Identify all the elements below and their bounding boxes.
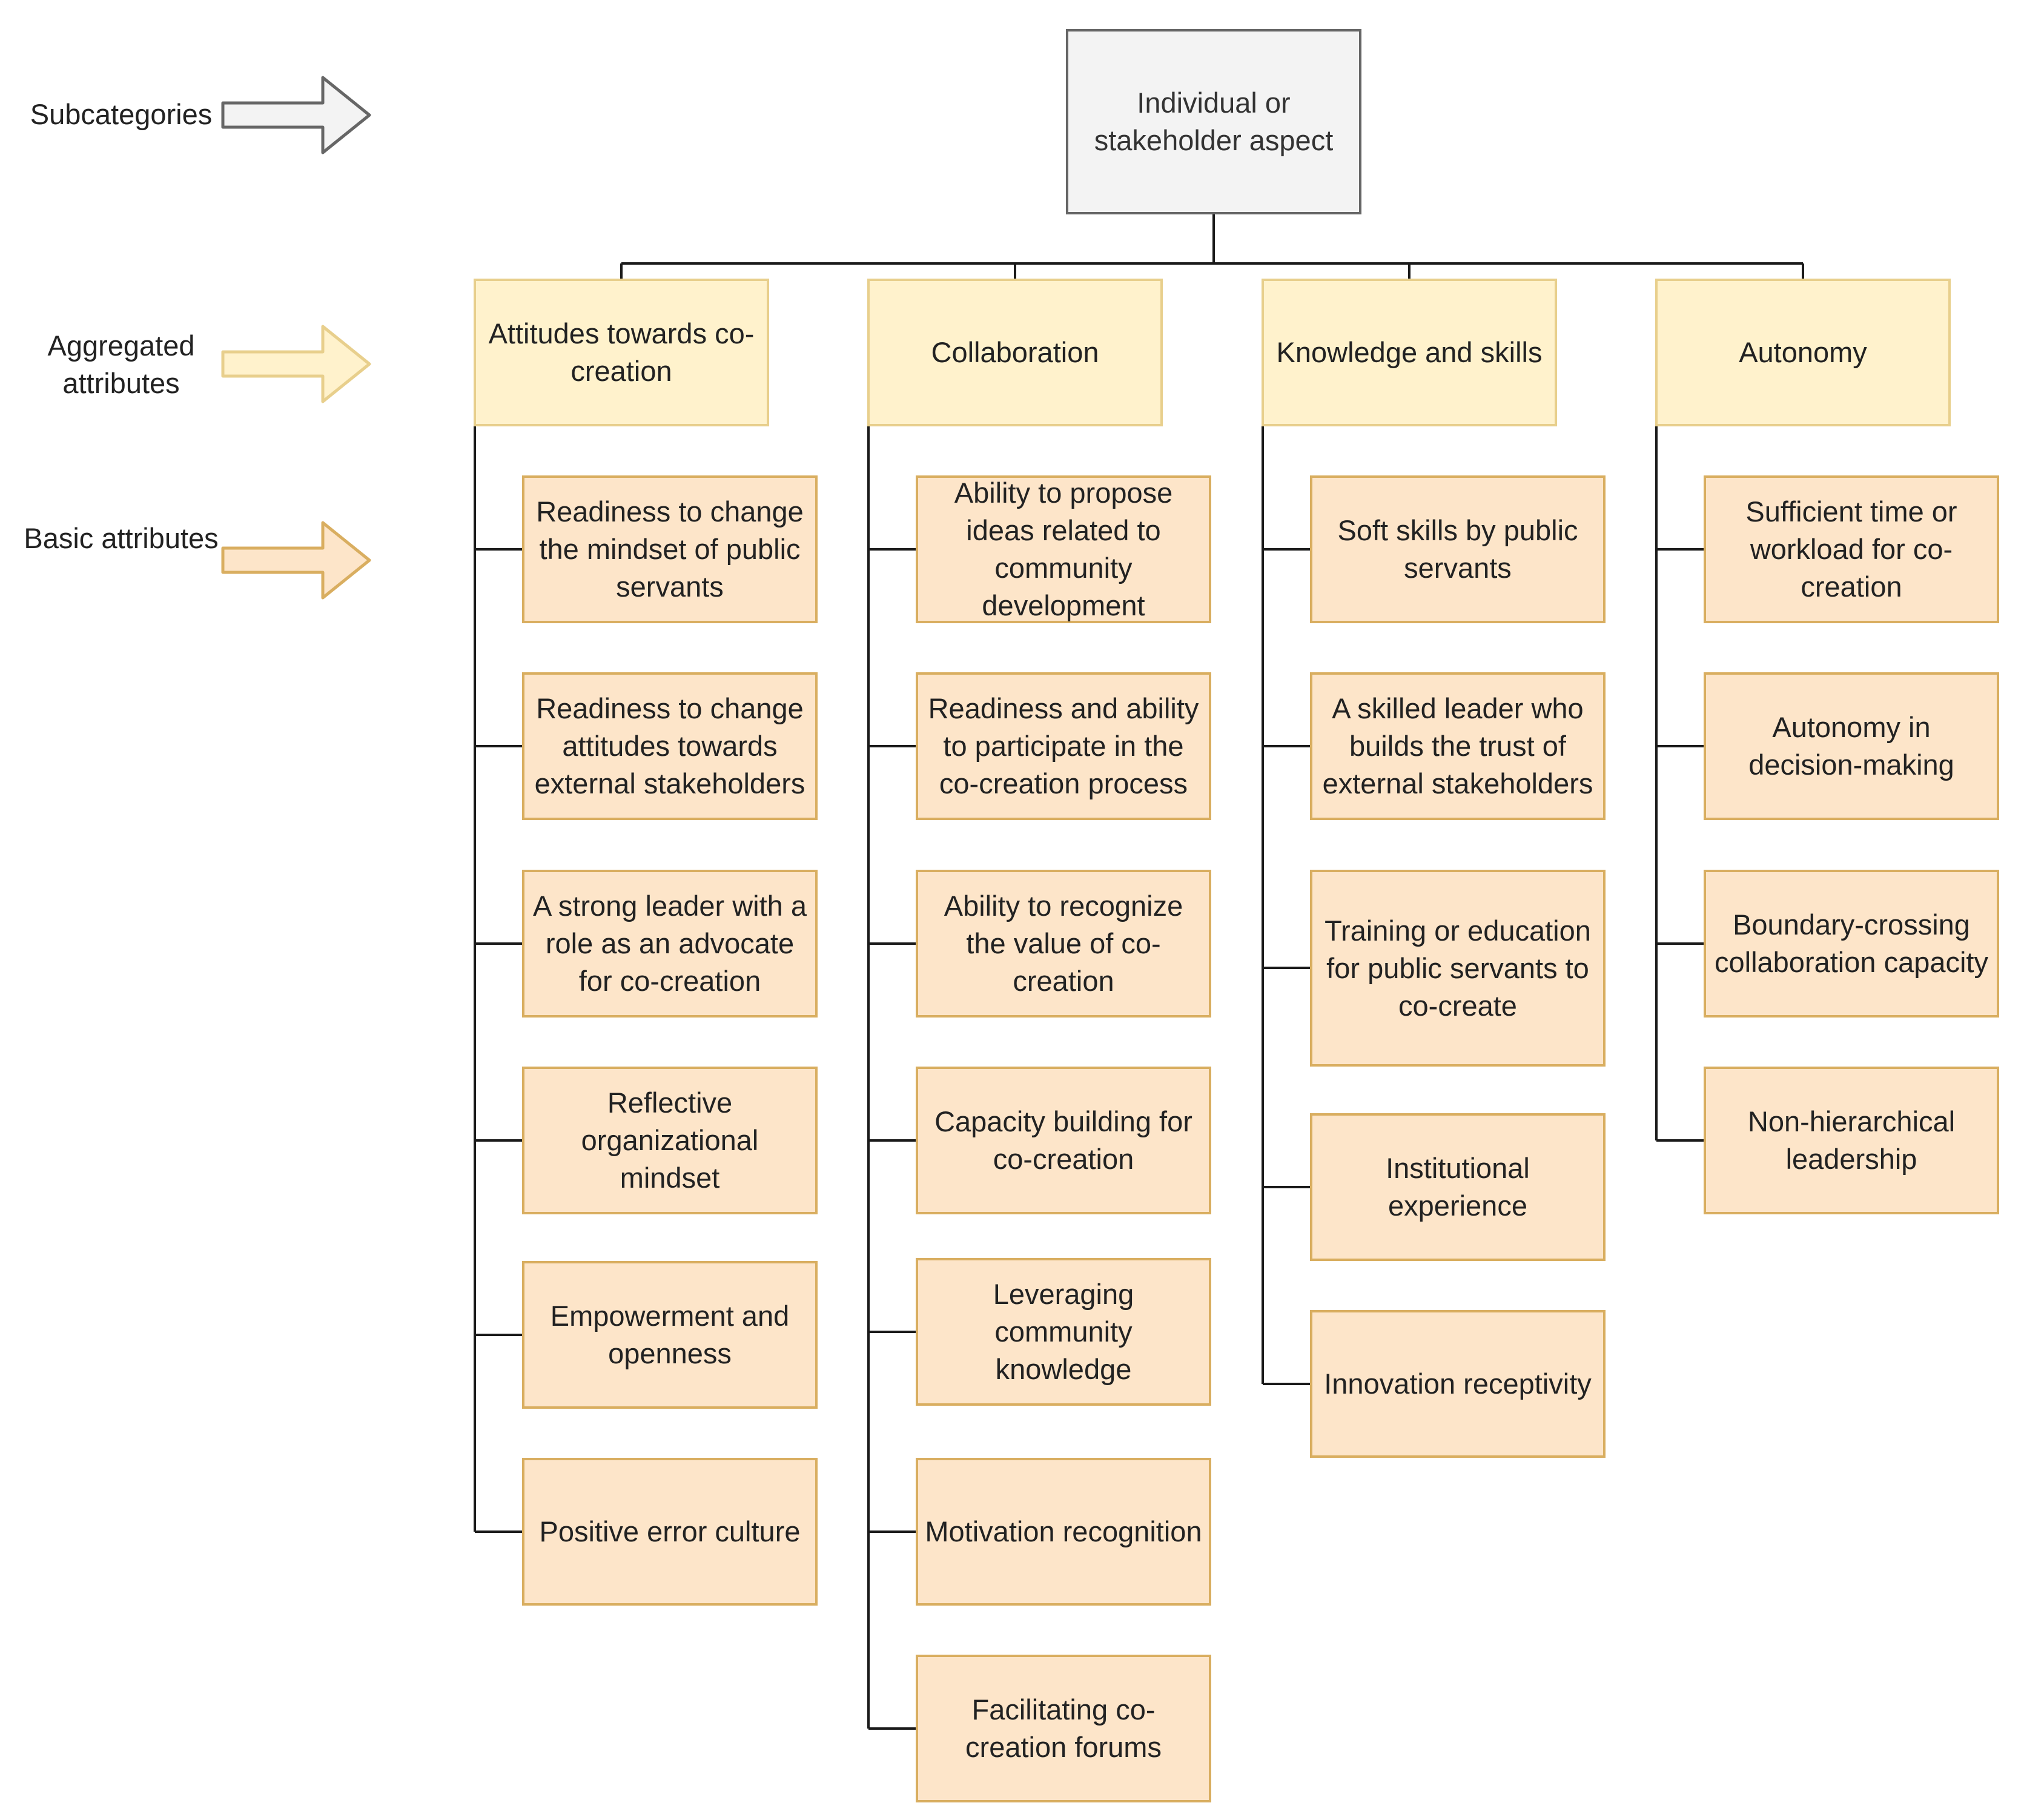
item-label: Training or education for public servant… [1325, 914, 1591, 1022]
item-label: A strong leader with a role as an advoca… [533, 890, 807, 997]
item-mindset-public-servants: Readiness to change the mindset of publi… [522, 475, 818, 623]
item-label: Institutional experience [1386, 1152, 1530, 1222]
item-decision-making: Autonomy in decision-making [1704, 672, 1999, 820]
legend-arrow-subcategories [221, 76, 371, 154]
legend-label-basic: Basic attributes [24, 522, 219, 554]
category-label: Collaboration [931, 336, 1099, 368]
item-soft-skills: Soft skills by public servants [1310, 475, 1606, 623]
item-label: Empowerment and openness [550, 1300, 790, 1369]
legend-arrow-basic [221, 521, 371, 600]
category-knowledge-skills: Knowledge and skills [1262, 279, 1557, 426]
category-autonomy: Autonomy [1655, 279, 1951, 426]
item-boundary-crossing: Boundary-crossing collaboration capacity [1704, 870, 1999, 1018]
item-label: Sufficient time or workload for co-creat… [1745, 495, 1957, 603]
category-collaboration: Collaboration [867, 279, 1163, 426]
root-node: Individual or stakeholder aspect [1066, 29, 1361, 214]
item-empowerment: Empowerment and openness [522, 1261, 818, 1409]
item-attitudes-external: Readiness to change attitudes towards ex… [522, 672, 818, 820]
item-label: Ability to propose ideas related to comm… [954, 477, 1173, 621]
item-label: Motivation recognition [925, 1515, 1202, 1547]
item-label: Positive error culture [539, 1515, 801, 1547]
item-label: Readiness to change attitudes towards ex… [534, 692, 805, 799]
item-non-hierarchical: Non-hierarchical leadership [1704, 1067, 1999, 1214]
item-label: Innovation receptivity [1324, 1368, 1592, 1400]
item-sufficient-time: Sufficient time or workload for co-creat… [1704, 475, 1999, 623]
item-label: Soft skills by public servants [1337, 514, 1578, 584]
item-propose-ideas: Ability to propose ideas related to comm… [916, 475, 1211, 623]
item-label: Boundary-crossing collaboration capacity [1715, 908, 1988, 978]
item-motivation: Motivation recognition [916, 1458, 1211, 1606]
item-label: Non-hierarchical leadership [1747, 1105, 1956, 1175]
item-label: Ability to recognize the value of co-cre… [944, 890, 1183, 997]
item-label: A skilled leader who builds the trust of… [1322, 692, 1593, 799]
item-institutional-experience: Institutional experience [1310, 1113, 1606, 1261]
category-label: Knowledge and skills [1276, 336, 1543, 368]
item-innovation: Innovation receptivity [1310, 1310, 1606, 1458]
legend-arrow-aggregated [221, 325, 371, 403]
item-participate: Readiness and ability to participate in … [916, 672, 1211, 820]
root-label: Individual or stakeholder aspect [1094, 87, 1334, 156]
category-label: Autonomy [1739, 336, 1867, 368]
item-label: Readiness and ability to participate in … [928, 692, 1199, 799]
item-error-culture: Positive error culture [522, 1458, 818, 1606]
legend-label-subcategories: Subcategories [30, 98, 213, 130]
item-label: Autonomy in decision-making [1748, 711, 1954, 781]
item-label: Reflective organizational mindset [581, 1087, 759, 1194]
legend-label-aggregated: Aggregated attributes [47, 329, 195, 399]
item-label: Capacity building for co-creation [934, 1105, 1192, 1175]
item-label: Facilitating co-creation forums [965, 1693, 1162, 1763]
category-label: Attitudes towards co-creation [488, 317, 755, 387]
item-forums: Facilitating co-creation forums [916, 1655, 1211, 1802]
item-capacity-building: Capacity building for co-creation [916, 1067, 1211, 1214]
item-training: Training or education for public servant… [1310, 870, 1606, 1067]
item-recognize-value: Ability to recognize the value of co-cre… [916, 870, 1211, 1018]
item-reflective-mindset: Reflective organizational mindset [522, 1067, 818, 1214]
item-community-knowledge: Leveraging community knowledge [916, 1258, 1211, 1406]
item-skilled-leader: A skilled leader who builds the trust of… [1310, 672, 1606, 820]
category-attitudes: Attitudes towards co-creation [474, 279, 769, 426]
item-label: Leveraging community knowledge [993, 1278, 1134, 1385]
item-label: Readiness to change the mindset of publi… [536, 495, 804, 603]
item-strong-leader: A strong leader with a role as an advoca… [522, 870, 818, 1018]
